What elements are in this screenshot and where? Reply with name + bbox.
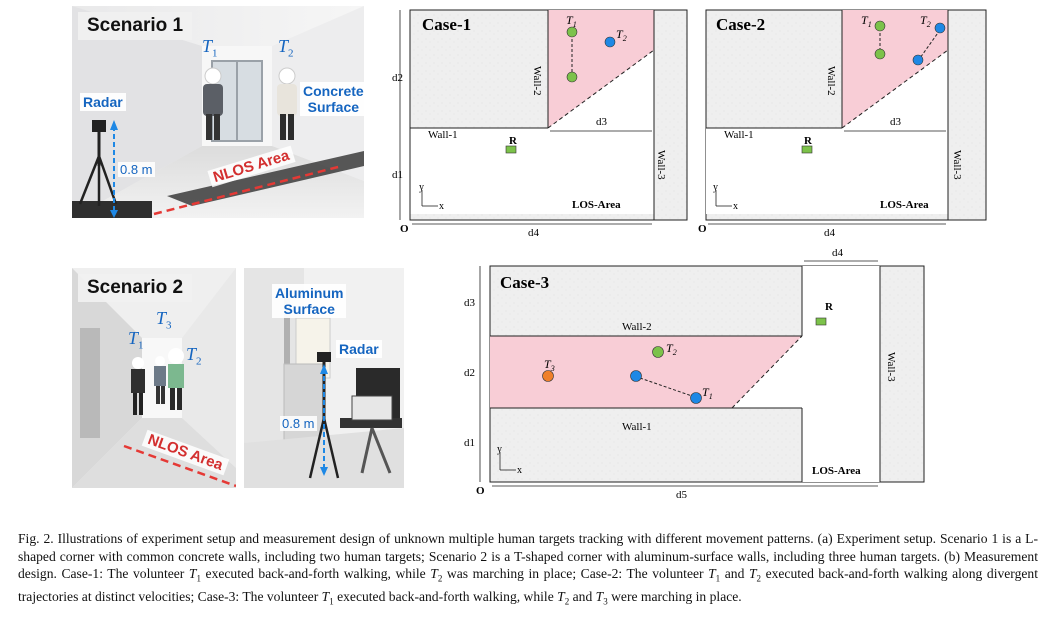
case2-t2-start (934, 22, 946, 34)
radar-setup-illustration (244, 268, 404, 488)
case2-diagram: Case-2 Wall-1 Wall-2 Wall-3 R LOS-Area d… (698, 9, 987, 239)
case3-d2: d2 (464, 367, 475, 379)
case3-wall1: Wall-1 (622, 421, 652, 433)
scenario2-t3-label: T3 (156, 308, 172, 332)
radar-tripod (78, 120, 118, 206)
figure-caption: Fig. 2. Illustrations of experiment setu… (18, 531, 1038, 607)
case3-t2-marker (652, 346, 664, 358)
person-t3 (154, 356, 166, 404)
scenario1-t1-label: T1 (202, 36, 218, 60)
case1-wall3: Wall-3 (655, 150, 667, 180)
case2-origin: O (698, 223, 707, 235)
person-t1 (203, 67, 223, 140)
case1-radar: R (509, 135, 518, 147)
case2-nlos-area (842, 10, 948, 128)
scenario1-radar-label: Radar (80, 93, 126, 111)
scenario2-height-label: 0.8 m (280, 416, 317, 431)
case1-los: LOS-Area (572, 199, 621, 211)
case3-d1: d1 (464, 437, 475, 449)
case2-wall1: Wall-1 (724, 129, 754, 141)
case1-t1-start (566, 26, 578, 38)
case2-radar: R (804, 135, 813, 147)
case1-axis-y: y (419, 182, 424, 193)
scenario2-radar-label: Radar (336, 340, 382, 358)
case3-t1-path (639, 377, 693, 397)
person-t2 (168, 348, 184, 410)
scenario2-title: Scenario 2 (78, 274, 193, 302)
case2-los: LOS-Area (880, 199, 929, 211)
case3-axis-x: x (517, 465, 522, 476)
case1-d1: d1 (392, 169, 403, 181)
case1-d3: d3 (596, 116, 608, 128)
person-t2 (277, 67, 297, 140)
case1-t2-marker (604, 36, 616, 48)
case3-t3-label: T3 (544, 357, 555, 373)
case3-t1-label: T1 (702, 385, 713, 401)
case3-title: Case-3 (500, 273, 549, 292)
case1-d2: d2 (392, 72, 403, 84)
case1-t1-end (566, 71, 578, 83)
case1-d4: d4 (528, 227, 540, 239)
case3-diagram: Case-3 Wall-2 Wall-1 Wall-3 R LOS-Area d… (464, 247, 925, 501)
case3-d4: d4 (832, 247, 844, 259)
person-t1 (131, 357, 145, 415)
case1-t2-label: T2 (616, 27, 627, 43)
case3-axis-y: y (497, 444, 502, 455)
case2-wall3: Wall-3 (951, 150, 963, 180)
case1-t1-label: T1 (566, 13, 577, 29)
laptop (351, 395, 393, 421)
case2-axis-x: x (733, 201, 738, 212)
nlos-boundary (123, 444, 236, 488)
case3-d5: d5 (676, 489, 688, 501)
case1-origin: O (400, 223, 409, 235)
case2-t2-label: T2 (920, 13, 931, 29)
case3-t1-start (630, 370, 642, 382)
case1-title: Case-1 (422, 15, 471, 34)
scenario2-photo-left: Scenario 2 T3 T1 T2 NLOS Area (72, 268, 236, 488)
scenario2-t2-label: T2 (186, 344, 202, 368)
scenario1-height-label: 0.8 m (118, 162, 155, 177)
case3-origin: O (476, 485, 485, 497)
scenario1-t2-label: T2 (278, 36, 294, 60)
case2-radar-icon (801, 145, 813, 154)
tcorridor-illustration (72, 268, 236, 488)
case1-diagram: Case-1 Wall-1 Wall-2 Wall-3 R LOS-Area d… (392, 9, 688, 239)
case1-wall2: Wall-2 (531, 66, 543, 96)
nlos-boundary (153, 164, 343, 216)
case2-t1-label: T1 (861, 13, 872, 29)
case3-nlos-area (490, 336, 802, 408)
case2-d3: d3 (890, 116, 902, 128)
case3-wall2: Wall-2 (622, 321, 652, 333)
case1-radar-icon (505, 145, 517, 154)
case3-t1-end (690, 392, 702, 404)
case2-t2-end (912, 54, 924, 66)
case3-t2-label: T2 (666, 341, 677, 357)
case2-t1-start (874, 20, 886, 32)
case2-t2-path (919, 29, 941, 59)
scenario1-title: Scenario 1 (78, 12, 193, 40)
case2-axis-y: y (713, 182, 718, 193)
case1-wall1: Wall-1 (428, 129, 458, 141)
case3-radar: R (825, 301, 834, 313)
case2-d4: d4 (824, 227, 836, 239)
case1-nlos-area (548, 10, 654, 128)
case3-d3: d3 (464, 297, 476, 309)
case1-axis-x: x (439, 201, 444, 212)
case3-t3-marker (542, 370, 554, 382)
case2-wall2: Wall-2 (825, 66, 837, 96)
case2-t1-end (874, 48, 886, 60)
scenario2-t1-label: T1 (128, 328, 144, 352)
case3-radar-icon (815, 317, 827, 326)
case2-title: Case-2 (716, 15, 765, 34)
case3-los: LOS-Area (812, 465, 861, 477)
case3-wall3: Wall-3 (885, 352, 897, 382)
